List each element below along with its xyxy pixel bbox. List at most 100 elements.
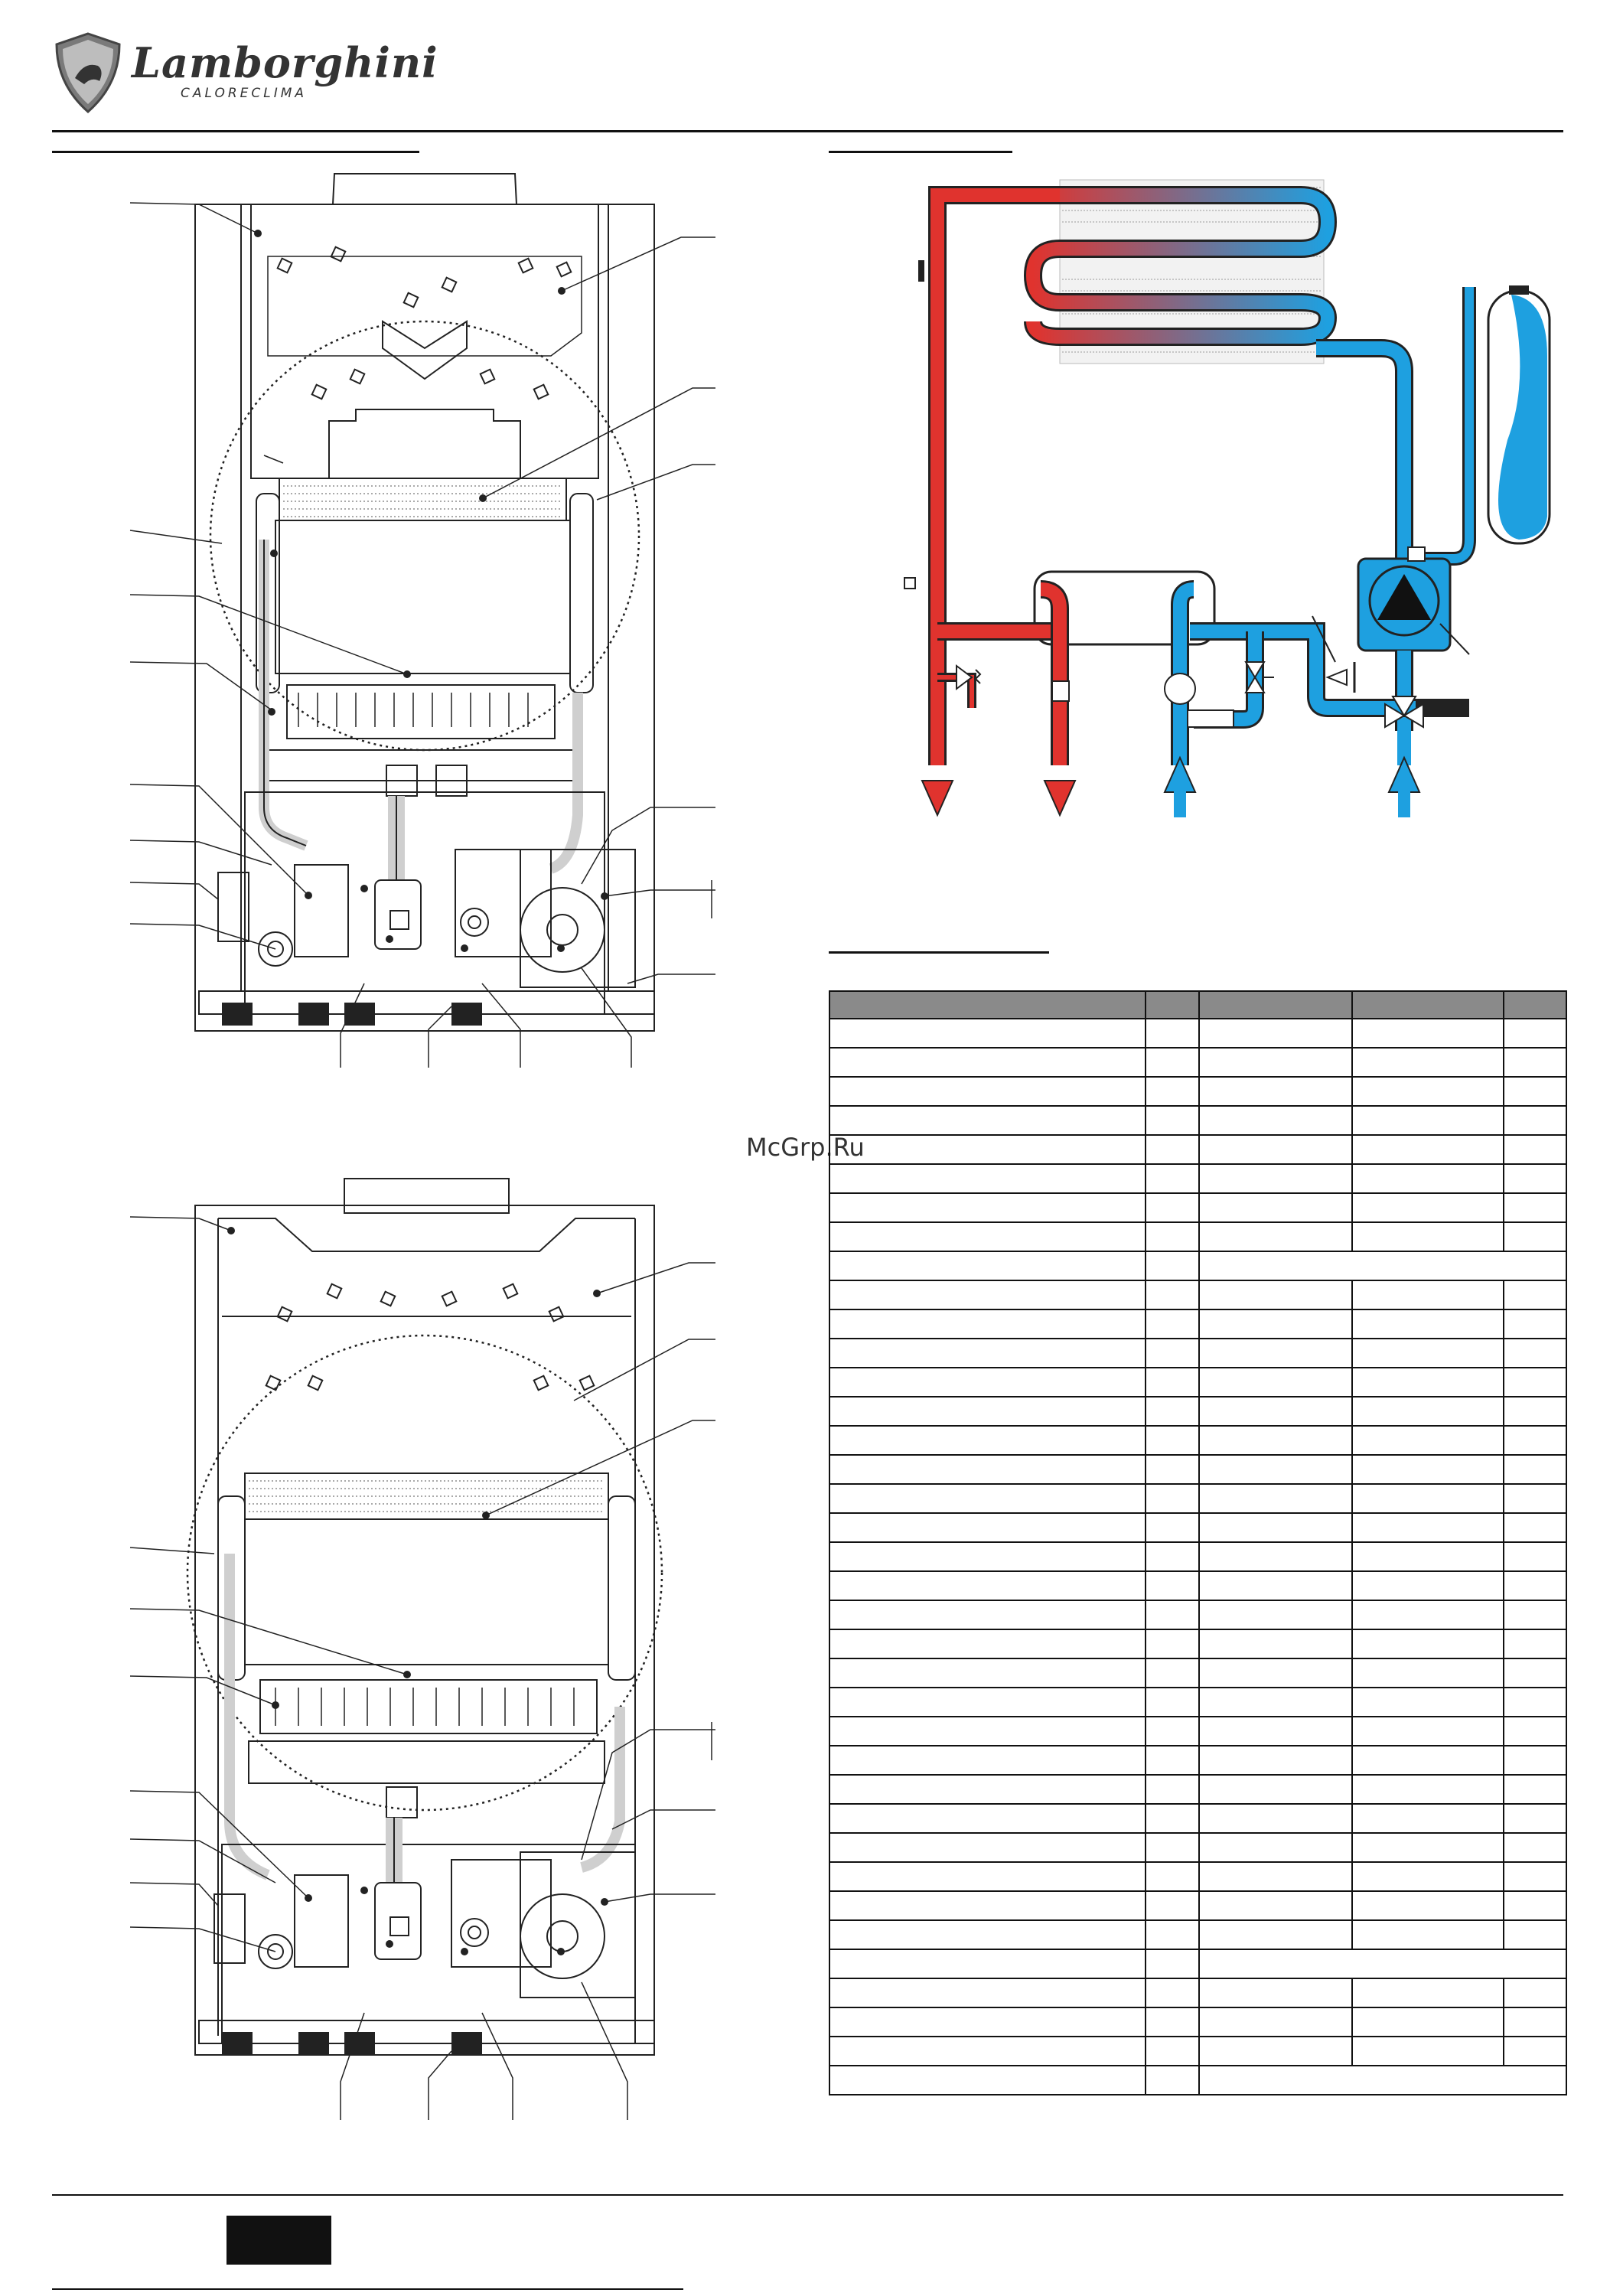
gas-valve (451, 1859, 552, 1968)
spec-table-cell (1503, 2007, 1567, 2037)
spec-table-cell (1145, 1076, 1200, 1107)
pump-body (520, 849, 636, 988)
mounting-bracket (250, 173, 599, 479)
gas-valve (455, 849, 552, 957)
spec-table-cell (1198, 1192, 1353, 1223)
spec-table-cell (829, 1978, 1146, 2008)
spec-table-cell (829, 1570, 1146, 1601)
spec-table-cell (1503, 1221, 1567, 1252)
spec-table-cell (1503, 1629, 1567, 1659)
spec-table-cell (1351, 1454, 1504, 1485)
fill-valve-icon (1244, 661, 1274, 693)
spec-table-cell (1351, 1658, 1504, 1688)
spec-table-cell (1145, 1047, 1200, 1078)
header-rule (52, 130, 1563, 132)
spec-table-cell (1351, 1570, 1504, 1601)
spec-table-row (829, 1454, 1567, 1485)
spec-table-cell (1145, 1774, 1200, 1805)
combustion-area-outline (186, 1334, 663, 1812)
spec-table-row (829, 1919, 1567, 1950)
spec-table-row (829, 1192, 1567, 1223)
spec-table-cell (1145, 1251, 1200, 1281)
diverter-valve (374, 1882, 422, 1960)
dhw-plate-exchanger (1033, 570, 1216, 646)
spec-table-cell (1198, 2065, 1567, 2095)
spec-table-cell (1145, 1600, 1200, 1630)
table-section-underline (829, 951, 1049, 954)
spec-table-cell (829, 1600, 1146, 1630)
spec-table-cell (829, 1018, 1146, 1049)
flow-sensor-tab (918, 260, 924, 282)
spec-table-row (829, 1541, 1567, 1572)
spec-table-cell (1145, 1483, 1200, 1514)
spec-table-cell (1198, 2036, 1353, 2066)
brand-subtitle: CALORECLIMA (181, 86, 308, 101)
cold-inlet-pipe (1173, 582, 1194, 765)
spec-table-cell (1503, 1687, 1567, 1717)
burner (259, 1679, 598, 1734)
spec-table-cell (1198, 1163, 1353, 1194)
spec-table-cell (1198, 1861, 1353, 1892)
spec-table-cell (1198, 1716, 1353, 1746)
spec-table-cell (1503, 1716, 1567, 1746)
spec-table-cell (1145, 1192, 1200, 1223)
spec-table-cell (1198, 1134, 1353, 1165)
spec-table-cell (829, 1716, 1146, 1746)
spec-table-cell (1198, 1280, 1353, 1310)
spec-table-cell (1198, 1745, 1353, 1776)
spec-table-cell (1503, 1076, 1567, 1107)
spec-table-cell (1351, 1978, 1504, 2008)
spec-table-row (829, 1280, 1567, 1310)
drain-tap (258, 1934, 293, 1969)
spec-table-row (829, 2007, 1567, 2037)
spec-table-cell (1503, 1105, 1567, 1136)
spec-table-row (829, 1774, 1567, 1805)
filter-icon (1187, 709, 1234, 728)
spec-table-cell (1503, 1454, 1567, 1485)
spec-table-cell (1351, 1483, 1504, 1514)
spec-table-cell (1503, 1541, 1567, 1572)
spec-table-cell (829, 1483, 1146, 1514)
spec-table-cell (829, 1192, 1146, 1223)
spec-table-cell (1145, 1163, 1200, 1194)
left-section-underline (52, 151, 419, 153)
spec-table-cell (1503, 1600, 1567, 1630)
spec-table-cell (1145, 1832, 1200, 1863)
spec-table-cell (1351, 1425, 1504, 1456)
spec-table-cell (1145, 1280, 1200, 1310)
spec-table-cell (1503, 1309, 1567, 1339)
spec-table-row (829, 1251, 1567, 1281)
spec-table-cell (829, 1076, 1146, 1107)
spec-table-cell (1145, 1687, 1200, 1717)
pump-motor (520, 1893, 605, 1979)
safety-valve (213, 1893, 246, 1964)
spec-table-cell (1351, 1280, 1504, 1310)
spec-table-cell (829, 1541, 1146, 1572)
spec-table-cell (1198, 1396, 1353, 1427)
spec-table-cell (1198, 1221, 1353, 1252)
spec-table-cell (1198, 1309, 1353, 1339)
spec-table-row (829, 1163, 1567, 1194)
three-way-valve-icon (1384, 696, 1424, 729)
spec-table-row (829, 1047, 1567, 1078)
spec-table-cell (1503, 1919, 1567, 1950)
safety-valve (217, 872, 249, 942)
flow-sensor-icon (1164, 673, 1196, 705)
spec-table-cell (1351, 1687, 1504, 1717)
spec-table-row (829, 1745, 1567, 1776)
spec-table-cell (1198, 1919, 1353, 1950)
spec-table-cell (1145, 1018, 1200, 1049)
spec-table-cell (1503, 1803, 1567, 1834)
spec-table-cell (1145, 1890, 1200, 1921)
spec-table-row (829, 1658, 1567, 1688)
dhw-sensor-icon (1051, 680, 1070, 702)
spec-table-cell (1198, 1425, 1353, 1456)
spec-table-cell (1145, 1454, 1200, 1485)
spec-table-cell (1503, 2036, 1567, 2066)
spec-table-row (829, 2065, 1567, 2095)
spec-table-cell (829, 1309, 1146, 1339)
spec-table-cell (1198, 1890, 1353, 1921)
spec-table-row (829, 1832, 1567, 1863)
spec-table-row (829, 1570, 1567, 1601)
spec-table-cell (829, 1221, 1146, 1252)
